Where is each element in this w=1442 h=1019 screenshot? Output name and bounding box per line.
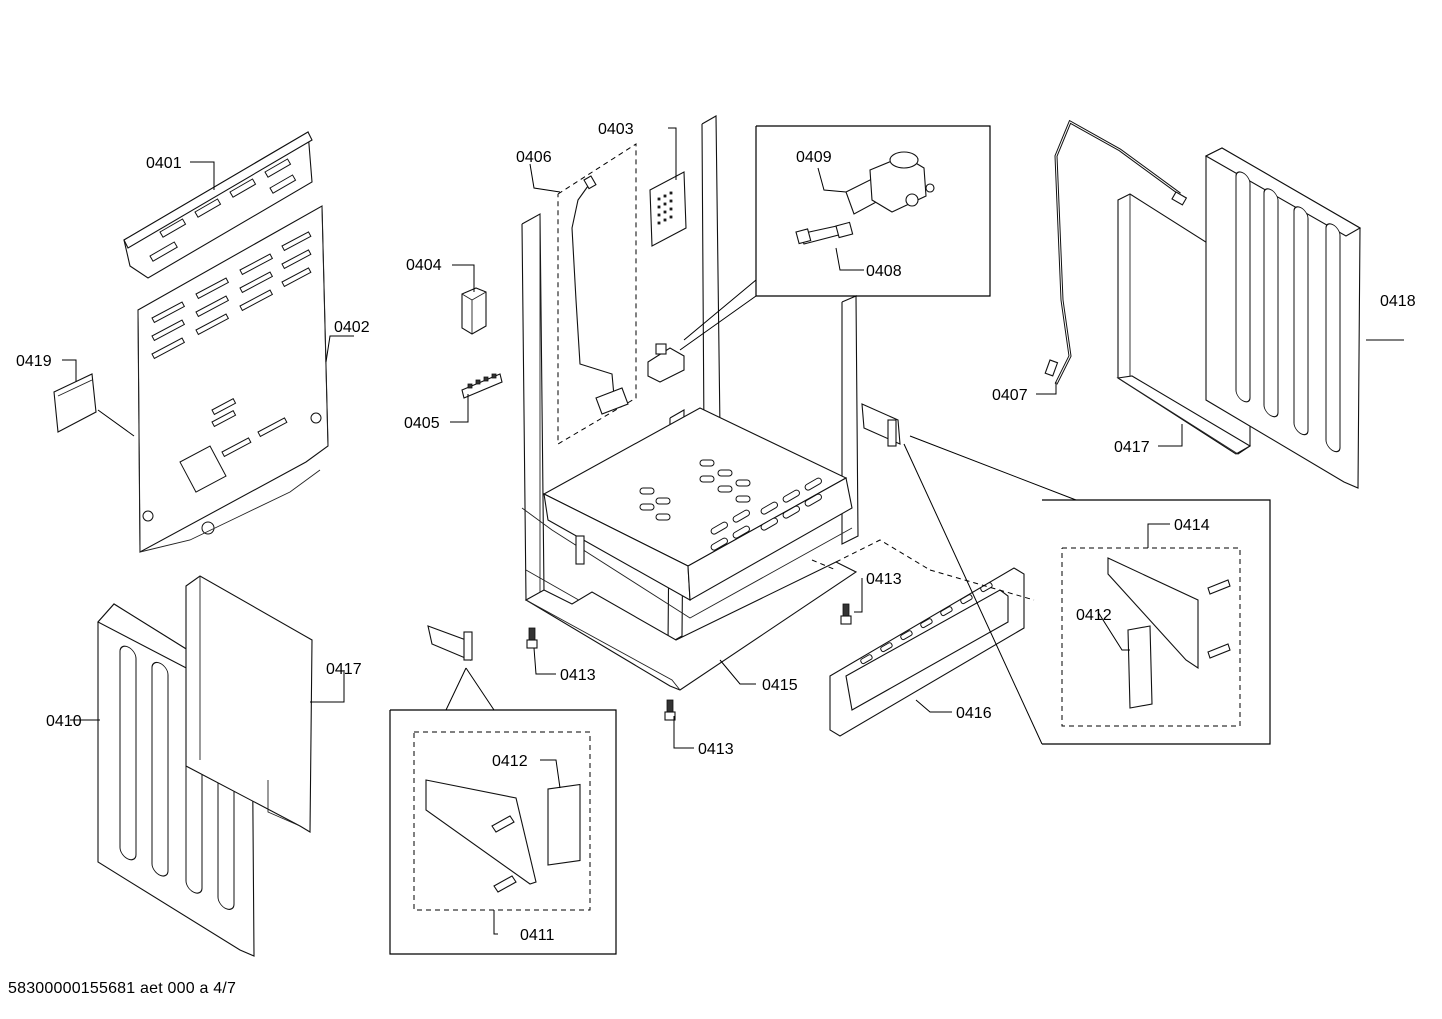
callout-box-0411-0412 (389, 625, 617, 955)
part-0404-switch-block (461, 287, 487, 335)
part-0413-screws (526, 603, 852, 721)
label-0413-b: 0413 (866, 571, 902, 588)
label-0419: 0419 (16, 353, 52, 370)
label-0406: 0406 (516, 149, 552, 166)
part-0408-nozzle (795, 221, 854, 245)
label-0415: 0415 (762, 677, 798, 694)
label-0407: 0407 (992, 387, 1028, 404)
part-labels: 0401 0402 0419 0403 0406 0404 0405 0409 … (16, 121, 1416, 944)
callout-box-0412-0414 (861, 403, 1271, 745)
part-0403-circuit-board (649, 171, 687, 247)
label-0405: 0405 (404, 415, 440, 432)
label-0411: 0411 (520, 927, 555, 944)
leader-lines (62, 127, 1404, 935)
part-0419-cover-plate (53, 373, 97, 433)
label-0416: 0416 (956, 705, 992, 722)
part-0418-side-panel-right (1204, 147, 1362, 489)
label-0413-a: 0413 (560, 667, 596, 684)
label-0404: 0404 (406, 257, 442, 274)
part-0416-front-trim (811, 539, 1035, 737)
label-0414: 0414 (1174, 517, 1210, 534)
callout-box-0408-0409 (679, 125, 991, 351)
gas-valve (647, 343, 685, 383)
label-0412-right: 0412 (1076, 607, 1112, 624)
label-0417-right: 0417 (1114, 439, 1150, 456)
label-0413-c: 0413 (698, 741, 734, 758)
part-0402-back-panel (137, 205, 329, 553)
part-0409-valve (845, 151, 935, 215)
part-0401-top-rail (123, 131, 313, 279)
label-0401: 0401 (146, 155, 182, 172)
cabinet-frame (521, 115, 859, 653)
label-0402: 0402 (334, 319, 370, 336)
label-0409: 0409 (796, 149, 832, 166)
label-0403: 0403 (598, 121, 634, 138)
document-id-footer: 58300000155681 aet 000 a 4/7 (8, 980, 237, 997)
label-0418: 0418 (1380, 293, 1416, 310)
label-0417-left: 0417 (326, 661, 362, 678)
part-0405-terminal-strip (461, 373, 503, 399)
part-0407-pipe (1044, 119, 1188, 385)
label-0408: 0408 (866, 263, 902, 280)
part-0406-gas-pipe (557, 143, 637, 445)
label-0410: 0410 (46, 713, 82, 730)
part-0417-inner-panel-left (185, 575, 313, 833)
label-0412-left: 0412 (492, 753, 528, 770)
part-0415-base-plate (524, 561, 858, 691)
